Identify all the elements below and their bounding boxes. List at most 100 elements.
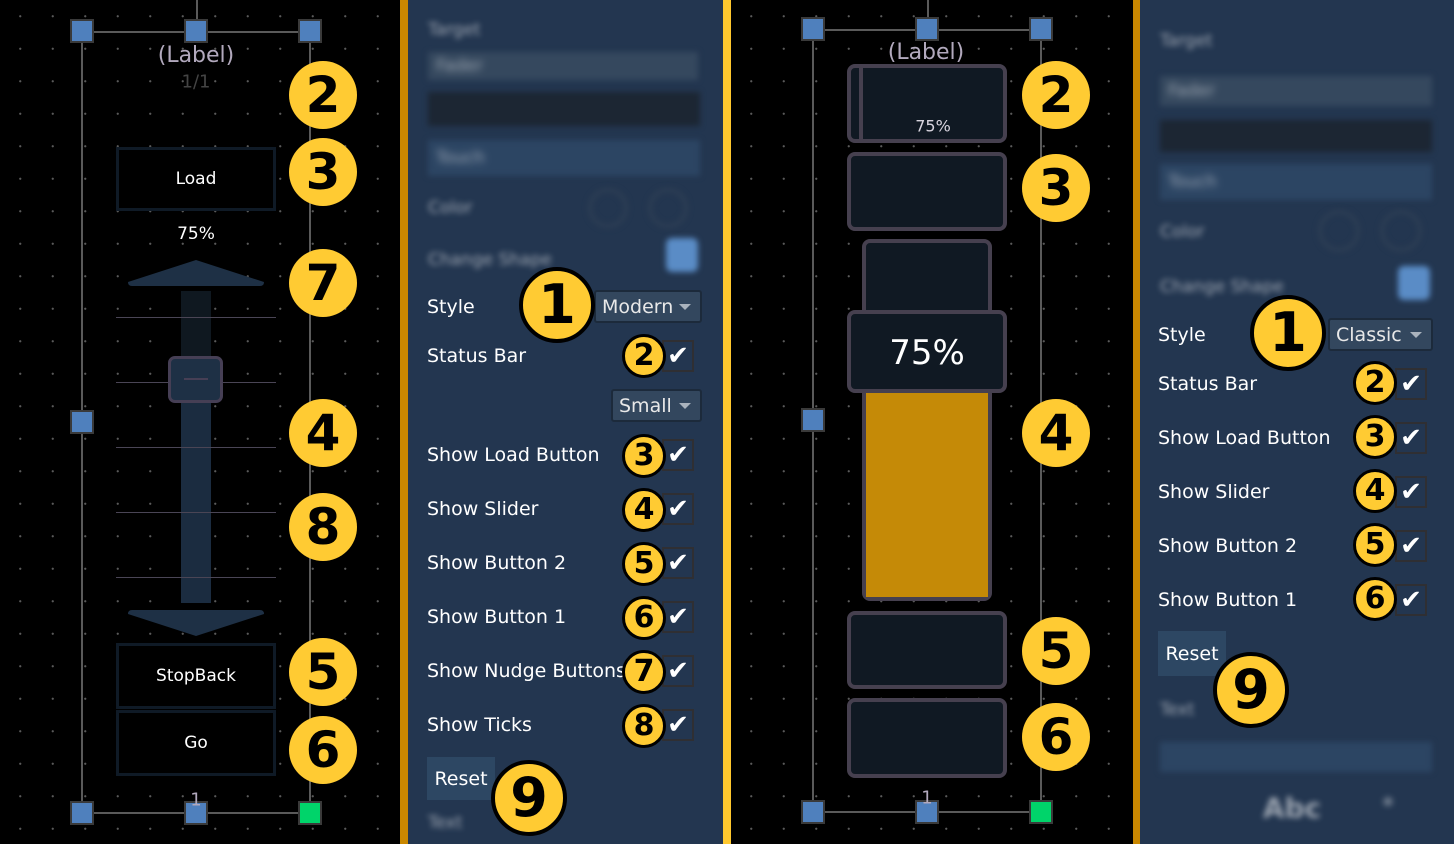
- resize-handle-left[interactable]: [70, 410, 94, 434]
- resize-handle-bottom[interactable]: [915, 800, 939, 824]
- text-dropdown[interactable]: [1160, 742, 1432, 772]
- color-label: Color: [428, 198, 473, 218]
- slider-track[interactable]: [862, 239, 992, 601]
- slider-thumb[interactable]: [168, 356, 223, 403]
- status-bar-checkbox[interactable]: ✔: [662, 340, 694, 372]
- nudge-up-button[interactable]: [124, 258, 268, 288]
- color-swatch[interactable]: [648, 188, 688, 228]
- status-bar-checkbox[interactable]: ✔: [1395, 368, 1427, 400]
- show-button-1-checkbox[interactable]: ✔: [662, 601, 694, 633]
- resize-handle-bottom[interactable]: [184, 801, 208, 825]
- stopback-button[interactable]: StopBack: [116, 643, 276, 709]
- resize-handle-top-left[interactable]: [70, 19, 94, 43]
- show-slider-checkbox[interactable]: ✔: [662, 493, 694, 525]
- show-ticks-checkbox[interactable]: ✔: [662, 709, 694, 741]
- callout-badge: 5: [1022, 617, 1090, 685]
- target-item-dropdown[interactable]: [1160, 120, 1432, 152]
- touch-dropdown[interactable]: Touch: [1160, 164, 1432, 200]
- show-button-1-checkbox[interactable]: ✔: [1395, 584, 1427, 616]
- target-label: Target: [428, 20, 481, 40]
- callout-badge: 3: [1022, 154, 1090, 222]
- chevron-down-icon: [1410, 331, 1422, 338]
- touch-dropdown-value: Touch: [436, 148, 485, 168]
- reset-button[interactable]: Reset: [1158, 631, 1226, 676]
- resize-handle-left[interactable]: [801, 408, 825, 432]
- page-indicator: 1/1: [181, 71, 211, 93]
- callout-badge: 8: [289, 493, 357, 561]
- selection-anchor-line: [927, 0, 929, 29]
- divider: [1133, 0, 1140, 844]
- fader-label: (Label): [157, 43, 235, 68]
- callout-badge: 6: [622, 596, 666, 640]
- callout-badge: 5: [622, 542, 666, 586]
- show-button-2-checkbox[interactable]: ✔: [662, 547, 694, 579]
- modern-settings-panel: Target Fader Touch Color Change Shape St…: [408, 0, 723, 844]
- callout-badge: 7: [622, 650, 666, 694]
- show-load-button-checkbox[interactable]: ✔: [1395, 422, 1427, 454]
- color-label: Color: [1160, 222, 1205, 242]
- show-slider-checkbox[interactable]: ✔: [1395, 476, 1427, 508]
- slider-value-box[interactable]: 75%: [847, 310, 1007, 393]
- slider-value: 75%: [889, 333, 965, 373]
- tick-mark: [116, 577, 276, 578]
- target-dropdown[interactable]: Fader: [428, 52, 698, 80]
- fader-value: 75%: [177, 224, 215, 244]
- load-button[interactable]: Load: [116, 147, 276, 211]
- resize-handle-top[interactable]: [915, 17, 939, 41]
- callout-badge: 1: [1250, 295, 1326, 371]
- text-label: Text: [1160, 700, 1195, 720]
- reset-button[interactable]: Reset: [427, 757, 495, 800]
- show-load-button-checkbox[interactable]: ✔: [662, 439, 694, 471]
- callout-badge: 4: [622, 488, 666, 532]
- show-slider-label: Show Slider: [427, 498, 539, 520]
- tick-mark: [116, 447, 276, 448]
- text-preview: Abc: [1262, 791, 1322, 825]
- button-2[interactable]: [847, 611, 1007, 689]
- show-load-button-label: Show Load Button: [427, 444, 600, 466]
- callout-badge: 6: [1353, 577, 1397, 621]
- resize-handle-top-right[interactable]: [1029, 17, 1053, 41]
- fader-index: 1: [190, 789, 202, 811]
- touch-dropdown-value: Touch: [1168, 172, 1217, 192]
- target-item-dropdown[interactable]: [428, 92, 700, 126]
- style-dropdown-value: Modern: [602, 295, 674, 318]
- go-button[interactable]: Go: [116, 710, 276, 776]
- style-dropdown[interactable]: Classic: [1328, 318, 1433, 351]
- style-dropdown[interactable]: Modern: [594, 290, 702, 323]
- callout-badge: 9: [491, 760, 567, 836]
- color-swatch[interactable]: [1318, 210, 1360, 252]
- show-button-2-checkbox[interactable]: ✔: [1395, 530, 1427, 562]
- resize-handle-top[interactable]: [184, 19, 208, 43]
- text-label: Text: [428, 813, 463, 833]
- change-shape-icon[interactable]: [666, 238, 698, 272]
- show-button-1-label: Show Button 1: [1158, 589, 1298, 611]
- callout-badge: 2: [1353, 361, 1397, 405]
- resize-handle-top-left[interactable]: [801, 17, 825, 41]
- touch-dropdown[interactable]: Touch: [428, 140, 700, 176]
- show-button-2-label: Show Button 2: [427, 552, 567, 574]
- resize-handle-bottom-right[interactable]: [298, 801, 322, 825]
- divider: [723, 0, 731, 844]
- resize-handle-top-right[interactable]: [298, 19, 322, 43]
- target-dropdown[interactable]: Fader: [1160, 76, 1432, 106]
- color-swatch[interactable]: [588, 188, 628, 228]
- resize-handle-bottom-right[interactable]: [1029, 800, 1053, 824]
- slider-track-fill: [181, 400, 211, 603]
- chevron-down-icon: [679, 402, 691, 409]
- divider: [400, 0, 408, 844]
- resize-handle-bottom-left[interactable]: [70, 801, 94, 825]
- show-nudge-buttons-checkbox[interactable]: ✔: [662, 655, 694, 687]
- change-shape-label: Change Shape: [1160, 277, 1284, 297]
- load-button[interactable]: [847, 152, 1007, 231]
- text-option: *: [1382, 792, 1394, 820]
- button-1[interactable]: [847, 698, 1007, 778]
- nudge-down-button[interactable]: [124, 608, 268, 638]
- callout-badge: 1: [519, 267, 595, 343]
- color-swatch[interactable]: [1380, 210, 1422, 252]
- change-shape-icon[interactable]: [1398, 266, 1430, 300]
- status-size-dropdown[interactable]: Small: [611, 389, 702, 422]
- callout-badge: 4: [1353, 469, 1397, 513]
- callout-badge: 3: [622, 434, 666, 478]
- callout-badge: 4: [1022, 399, 1090, 467]
- resize-handle-bottom-left[interactable]: [801, 800, 825, 824]
